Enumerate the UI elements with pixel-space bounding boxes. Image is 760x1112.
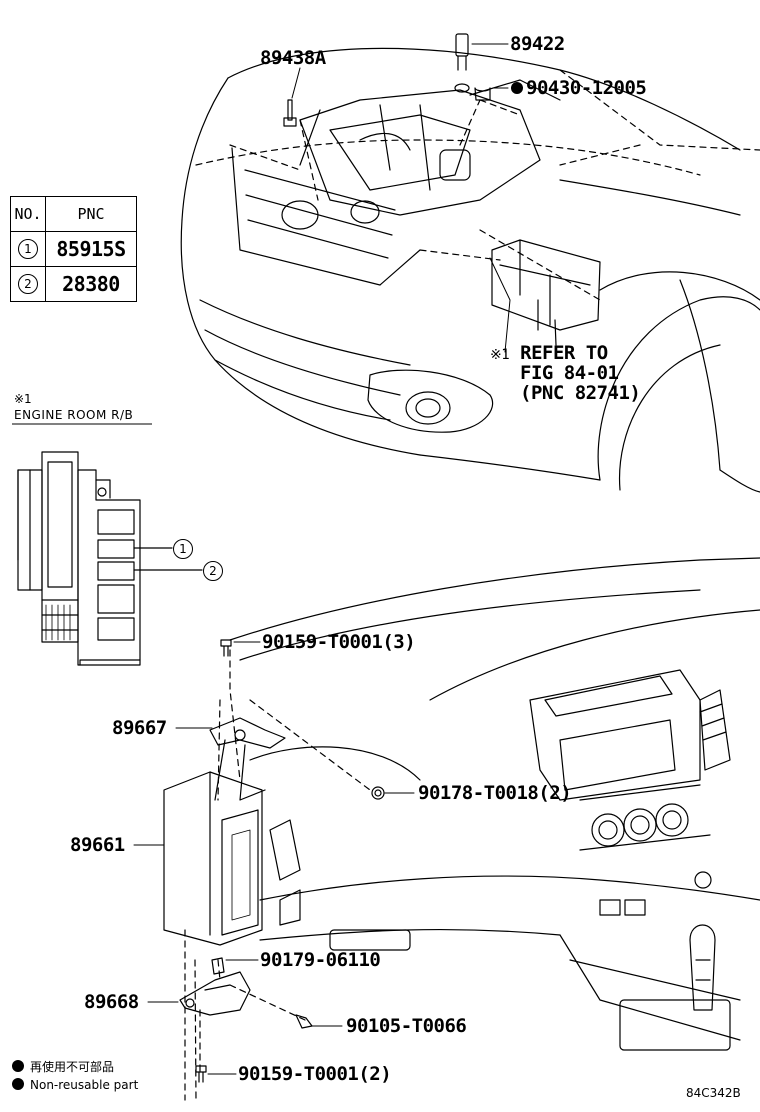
legend-jp: 再使用不可部品 — [12, 1058, 114, 1075]
pnc-table: NO. PNC 1 85915S 2 28380 — [10, 196, 137, 302]
refer-note-line3[interactable]: (PNC 82741) — [520, 382, 641, 404]
inset-title-underline — [12, 423, 152, 425]
part-label-90105-T0066[interactable]: 90105-T0066 — [346, 1015, 467, 1037]
non-reusable-dot-icon — [12, 1078, 24, 1090]
part-label-90430-12005[interactable]: 90430-12005 — [526, 77, 647, 99]
top-leader-lines — [291, 43, 511, 353]
pnc-table-header: NO. PNC — [10, 196, 137, 232]
refer-note-line1: ※1 REFER TO — [490, 343, 608, 365]
figure-code: 84C342B — [686, 1086, 741, 1100]
inset-callout-1: 1 — [173, 538, 193, 559]
part-label-90159-T0001-3[interactable]: 90159-T0001(3) — [262, 631, 416, 653]
pnc-row-number: 2 — [18, 274, 38, 294]
part-label-90159-T0001-2[interactable]: 90159-T0001(2) — [238, 1063, 392, 1085]
part-label-90179-06110[interactable]: 90179-06110 — [260, 949, 381, 971]
pnc-header-no: NO. — [10, 196, 46, 232]
engine-room-rb-inset — [17, 451, 203, 666]
pnc-row-number: 1 — [18, 239, 38, 259]
part-label-89422[interactable]: 89422 — [510, 33, 565, 55]
legend-en: Non-reusable part — [12, 1078, 138, 1092]
inset-callout-2: 2 — [203, 560, 223, 581]
legend-en-text: Non-reusable part — [30, 1078, 139, 1092]
part-label-90178-T0018-2[interactable]: 90178-T0018(2) — [418, 782, 572, 804]
dashboard-illustration — [184, 557, 760, 1101]
legend-jp-text: 再使用不可部品 — [30, 1060, 115, 1074]
refer-text: REFER TO — [520, 342, 608, 364]
ecu-module-89661 — [163, 771, 263, 946]
inset-mark: ※1 — [14, 392, 32, 406]
part-label-89667[interactable]: 89667 — [112, 717, 167, 739]
pnc-header-pnc: PNC — [45, 196, 137, 232]
pnc-table-row: 2 28380 — [10, 266, 137, 302]
bottom-leader-lines — [133, 641, 415, 1075]
vehicle-front-illustration — [180, 33, 760, 493]
bracket-89667 — [209, 717, 286, 801]
part-label-89668[interactable]: 89668 — [84, 991, 139, 1013]
pnc-table-row: 1 85915S — [10, 231, 137, 267]
non-reusable-dot-icon — [12, 1060, 24, 1072]
non-reusable-dot — [511, 82, 523, 94]
pnc-row-value[interactable]: 28380 — [45, 266, 137, 302]
part-label-89438A[interactable]: 89438A — [260, 47, 326, 69]
refer-mark: ※1 — [490, 347, 510, 363]
part-label-89661[interactable]: 89661 — [70, 834, 125, 856]
inset-title: ENGINE ROOM R/B — [14, 408, 134, 422]
bracket-89668 — [179, 971, 251, 1016]
pnc-row-value[interactable]: 85915S — [45, 231, 137, 267]
refer-note-line2: FIG 84-01 — [520, 362, 619, 384]
